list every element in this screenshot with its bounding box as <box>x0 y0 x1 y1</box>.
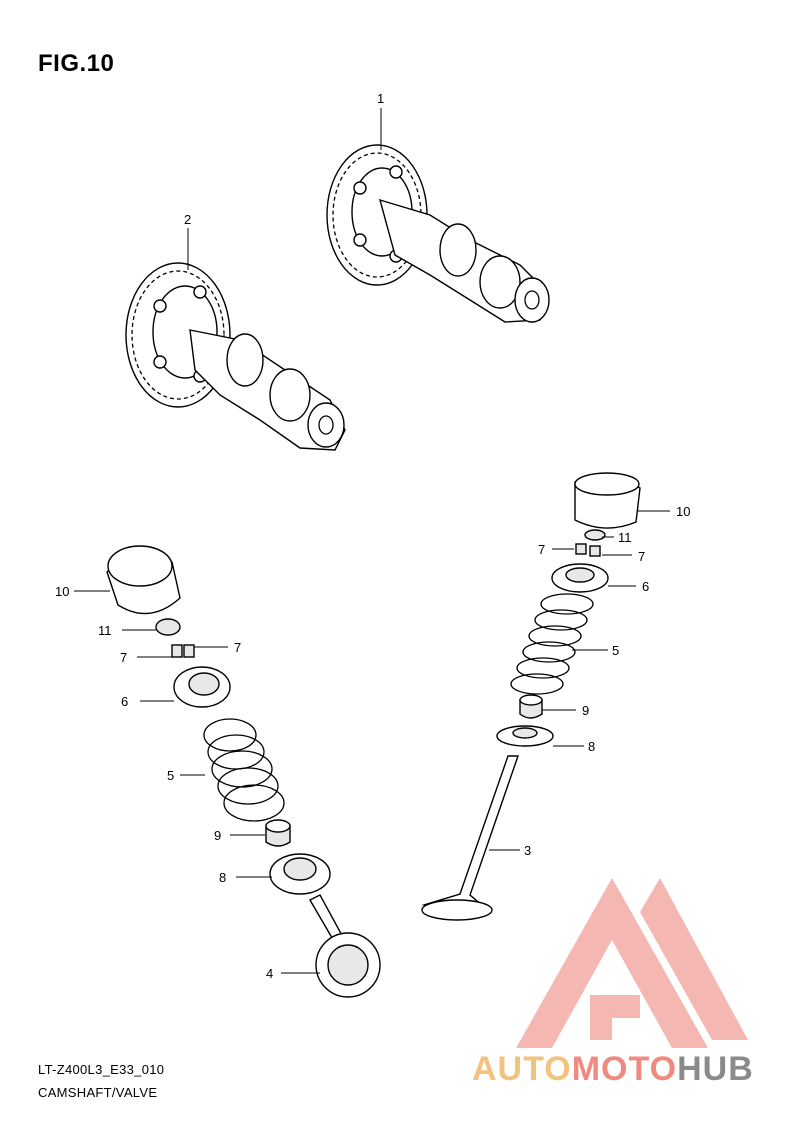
callout-left-8: 8 <box>219 870 226 885</box>
leader-lines <box>74 108 670 974</box>
callout-left-7b: 7 <box>234 640 241 655</box>
watermark-moto: MOTO <box>571 1050 678 1088</box>
callout-right-6: 6 <box>642 579 649 594</box>
seat-left <box>269 853 331 895</box>
callout-left-10: 10 <box>55 584 69 599</box>
spring-right <box>510 593 594 695</box>
callout-left-5: 5 <box>167 768 174 783</box>
watermark-hub: HUB <box>677 1050 754 1088</box>
callout-right-9: 9 <box>582 703 589 718</box>
callout-right-11: 11 <box>618 530 632 545</box>
callout-right-7a: 7 <box>538 542 545 557</box>
cotter-left <box>171 644 195 658</box>
callout-right-10: 10 <box>676 504 690 519</box>
callout-left-7a: 7 <box>120 650 127 665</box>
seat-right <box>496 725 554 747</box>
watermark-brand: AUTOMOTOHUB <box>472 1050 754 1089</box>
seal-right <box>519 694 543 719</box>
callout-4: 4 <box>266 966 273 981</box>
spring-left <box>203 718 285 822</box>
callout-1: 1 <box>377 91 384 106</box>
watermark-auto: AUTO <box>472 1050 572 1088</box>
diagram-code: LT-Z400L3_E33_010 <box>38 1062 165 1077</box>
figure-title: FIG.10 <box>38 50 115 77</box>
callout-right-8: 8 <box>588 739 595 754</box>
seal-left <box>265 819 291 847</box>
diagram-name: CAMSHAFT/VALVE <box>38 1085 158 1100</box>
shim-left <box>155 618 181 636</box>
callout-3: 3 <box>524 843 531 858</box>
retainer-right <box>551 563 609 593</box>
callout-right-5: 5 <box>612 643 619 658</box>
callout-right-7b: 7 <box>638 549 645 564</box>
camshaft-1 <box>326 144 550 323</box>
shim-right <box>584 529 606 541</box>
valve-4 <box>309 894 381 998</box>
camshaft-2 <box>125 262 346 451</box>
callout-2: 2 <box>184 212 191 227</box>
callout-left-9: 9 <box>214 828 221 843</box>
watermark-logo <box>516 878 748 1048</box>
tappet-right <box>574 472 641 529</box>
retainer-left <box>173 666 231 708</box>
valve-3 <box>421 755 519 921</box>
cotter-right <box>575 543 601 557</box>
callout-left-6: 6 <box>121 694 128 709</box>
callout-left-11: 11 <box>98 623 112 638</box>
tappet-left <box>106 545 181 615</box>
